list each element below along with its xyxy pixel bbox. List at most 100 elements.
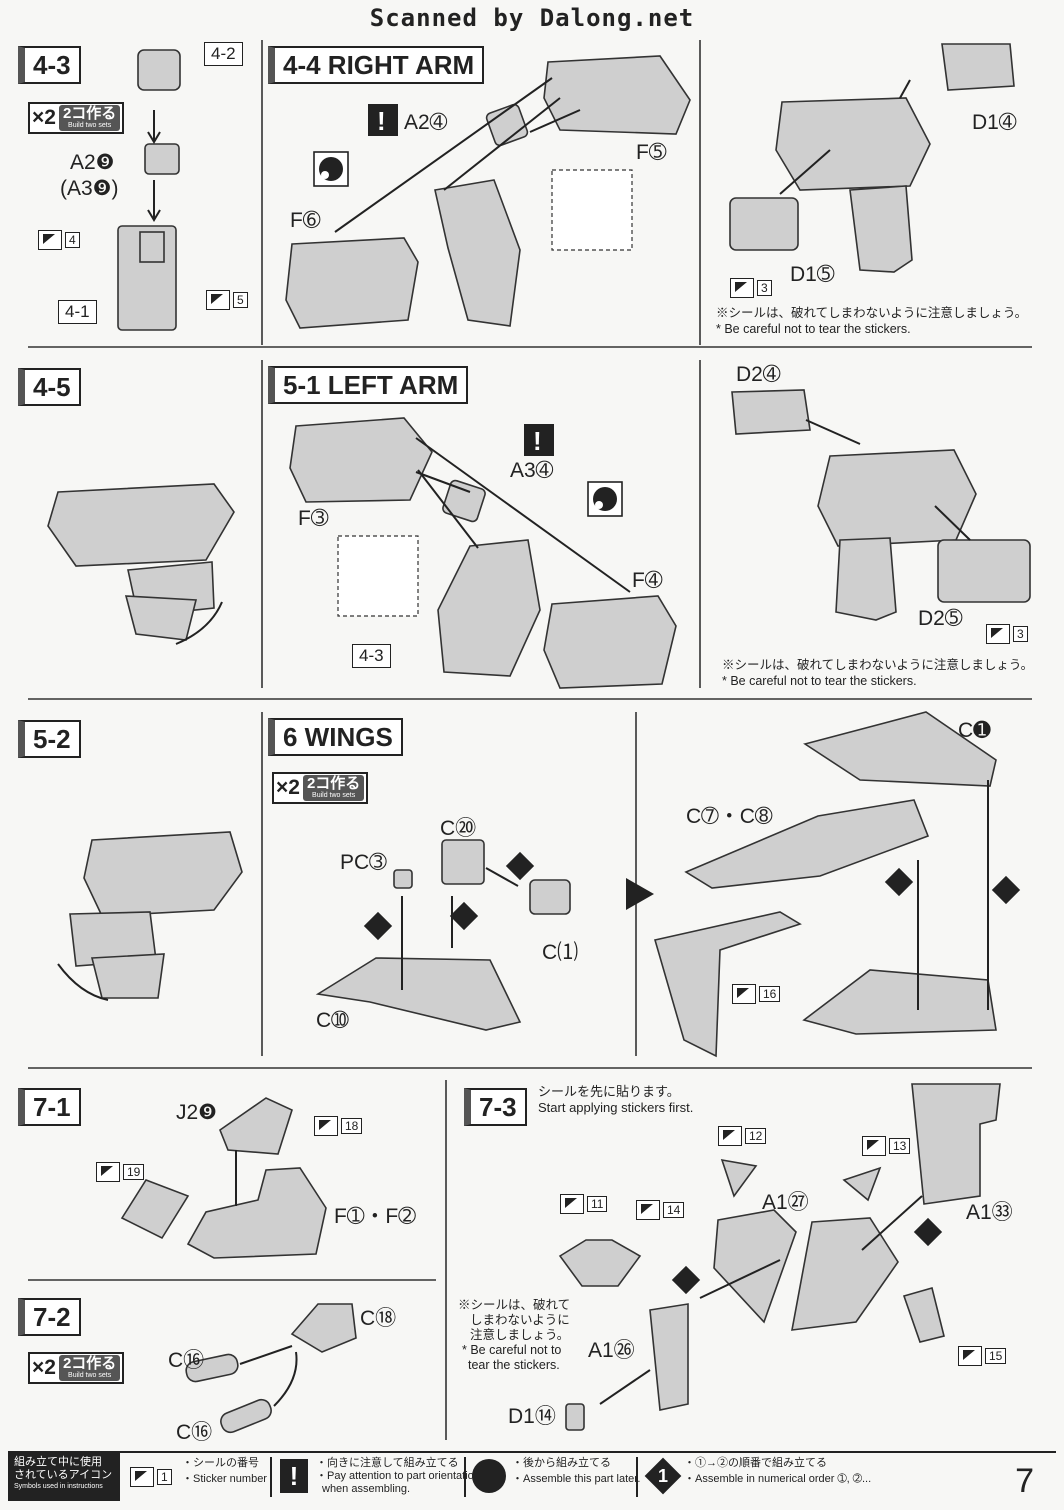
- sticker-icon: [862, 1136, 886, 1156]
- build-two-jp: 2コ作る: [306, 775, 361, 792]
- part-d1-5: D1➄: [790, 263, 835, 286]
- sticker-icon: [96, 1162, 120, 1182]
- build-two-en: Build two sets: [312, 792, 356, 799]
- assemble-later-icon: [472, 1459, 506, 1493]
- part-f1-f2: F➀・F➁: [334, 1205, 416, 1228]
- part-a2-9: A2❾: [70, 151, 115, 174]
- step-7-1-label: 7-1: [18, 1088, 81, 1126]
- sticker-12: 12: [718, 1126, 767, 1146]
- sticker-5: 5: [206, 290, 248, 310]
- build-two-jp: 2コ作る: [62, 1355, 117, 1372]
- part-d2-5: D2➄: [918, 607, 963, 630]
- legend-orient-en-2: when assembling.: [322, 1483, 411, 1495]
- step-7-3-label: 7-3: [464, 1088, 527, 1126]
- legend-title-1: 組み立て中に使用: [14, 1456, 102, 1468]
- build-two-jp: 2コ作る: [62, 105, 117, 122]
- part-d2-4: D2➃: [736, 363, 781, 386]
- step-4-4-title: 4-4 RIGHT ARM: [268, 46, 485, 84]
- care-note-en-left: * Be careful not to tear the stickers.: [722, 674, 917, 688]
- build-two-multiplier: ×2: [32, 106, 56, 129]
- step-4-3-ref: 4-2: [204, 42, 243, 66]
- legend-later-en: ・Assemble this part later.: [512, 1473, 641, 1485]
- sticker-15: 15: [958, 1346, 1007, 1366]
- legend-sticker-icon: 1: [130, 1467, 172, 1487]
- legend-sticker-jp: ・シールの番号: [182, 1457, 259, 1469]
- step-7-2-label: 7-2: [18, 1298, 81, 1336]
- part-d1-4: D1➃: [972, 111, 1017, 134]
- sticker-icon: [560, 1194, 584, 1214]
- sticker-icon: [986, 624, 1010, 644]
- sticker-icon: [730, 278, 754, 298]
- sticker-14: 14: [636, 1200, 685, 1220]
- part-f5: F➄: [636, 141, 667, 164]
- page-number: 7: [1015, 1462, 1034, 1500]
- step-4-5-label: 4-5: [18, 368, 81, 406]
- legend-order-en: ・Assemble in numerical order ➀, ➁...: [684, 1473, 872, 1485]
- scan-credit: Scanned by Dalong.net: [369, 4, 695, 32]
- step-5-1-title: 5-1 LEFT ARM: [268, 366, 469, 404]
- legend-later-jp: ・後から組み立てる: [512, 1457, 611, 1469]
- legend-order-jp: ・➀→➁の順番で組み立てる: [684, 1457, 827, 1469]
- part-c11: C➊: [958, 719, 991, 742]
- part-c7-c8: C➆・C➇: [686, 805, 773, 828]
- sticker-16: 16: [732, 984, 781, 1004]
- care-note-en: * Be careful not to tear the stickers.: [716, 322, 911, 336]
- care-note-jp-left: ※シールは、破れてしまわないように注意しましょう。: [722, 658, 1034, 672]
- build-two-en: Build two sets: [68, 1372, 112, 1379]
- part-c21: C⑴: [542, 941, 579, 964]
- care-note-jp: ※シールは、破れてしまわないように注意しましょう。: [716, 306, 1028, 320]
- sticker-18: 18: [314, 1116, 363, 1136]
- sticker-13: 13: [862, 1136, 911, 1156]
- step-4-3-label: 4-3: [18, 46, 81, 84]
- sticker-11: 11: [560, 1194, 608, 1214]
- svg-text:!: !: [377, 106, 386, 136]
- care-en-1: * Be careful not to: [462, 1343, 562, 1357]
- part-c10: C➉: [316, 1009, 349, 1032]
- sticker-first-en: Start applying stickers first.: [538, 1100, 694, 1115]
- part-a1-32: A1㉗: [762, 1191, 809, 1214]
- part-f3: F➂: [298, 507, 329, 530]
- sticker-icon: [38, 230, 62, 250]
- part-j2-9: J2❾: [176, 1101, 218, 1124]
- part-c16-b: C⑯: [176, 1421, 213, 1444]
- care-jp-2: しまわないように: [470, 1313, 570, 1327]
- sticker-icon: [636, 1200, 660, 1220]
- legend-orient-jp: ・向きに注意して組み立てる: [316, 1457, 459, 1469]
- svg-text:!: !: [533, 426, 542, 456]
- step-6-title: 6 WINGS: [268, 718, 403, 756]
- build-two-multiplier: ×2: [32, 1356, 56, 1379]
- legend-title-2: されているアイコン: [14, 1469, 113, 1481]
- step-5-1-ref: 4-3: [352, 644, 391, 668]
- sticker-3-left: 3: [986, 624, 1028, 644]
- step-order-icon-number: 1: [657, 1466, 668, 1486]
- sticker-icon: [718, 1126, 742, 1146]
- part-c18: C⑱: [360, 1307, 397, 1330]
- icon-legend: 組み立て中に使用 されているアイコン Symbols used in instr…: [8, 1451, 1056, 1501]
- sticker-icon: [732, 984, 756, 1004]
- sticker-icon: [314, 1116, 338, 1136]
- part-pc3: PC➂: [340, 851, 387, 874]
- part-f6: F➅: [290, 209, 321, 232]
- legend-orient-en-1: ・Pay attention to part orientation: [316, 1470, 480, 1482]
- step-4-3-base: 4-1: [58, 300, 97, 324]
- care-jp-1: ※シールは、破れて: [458, 1298, 571, 1312]
- sticker-icon: [206, 290, 230, 310]
- legend-title-en: Symbols used in instructions: [14, 1483, 103, 1490]
- step-5-2-label: 5-2: [18, 720, 81, 758]
- legend-sticker-en: ・Sticker number: [182, 1473, 267, 1485]
- sticker-first-jp: シールを先に貼ります。: [538, 1084, 680, 1099]
- sticker-19: 19: [96, 1162, 145, 1182]
- build-two-multiplier: ×2: [276, 776, 300, 799]
- sticker-3: 3: [730, 278, 772, 298]
- part-c16-a: C⑯: [168, 1349, 205, 1372]
- care-jp-3: 注意しましょう。: [470, 1328, 570, 1342]
- attention-icon: !: [280, 1459, 308, 1493]
- part-d1-14: D1⑭: [508, 1405, 556, 1428]
- build-two-en: Build two sets: [68, 122, 112, 129]
- part-f4: F➃: [632, 569, 663, 592]
- sticker-icon: [130, 1467, 154, 1487]
